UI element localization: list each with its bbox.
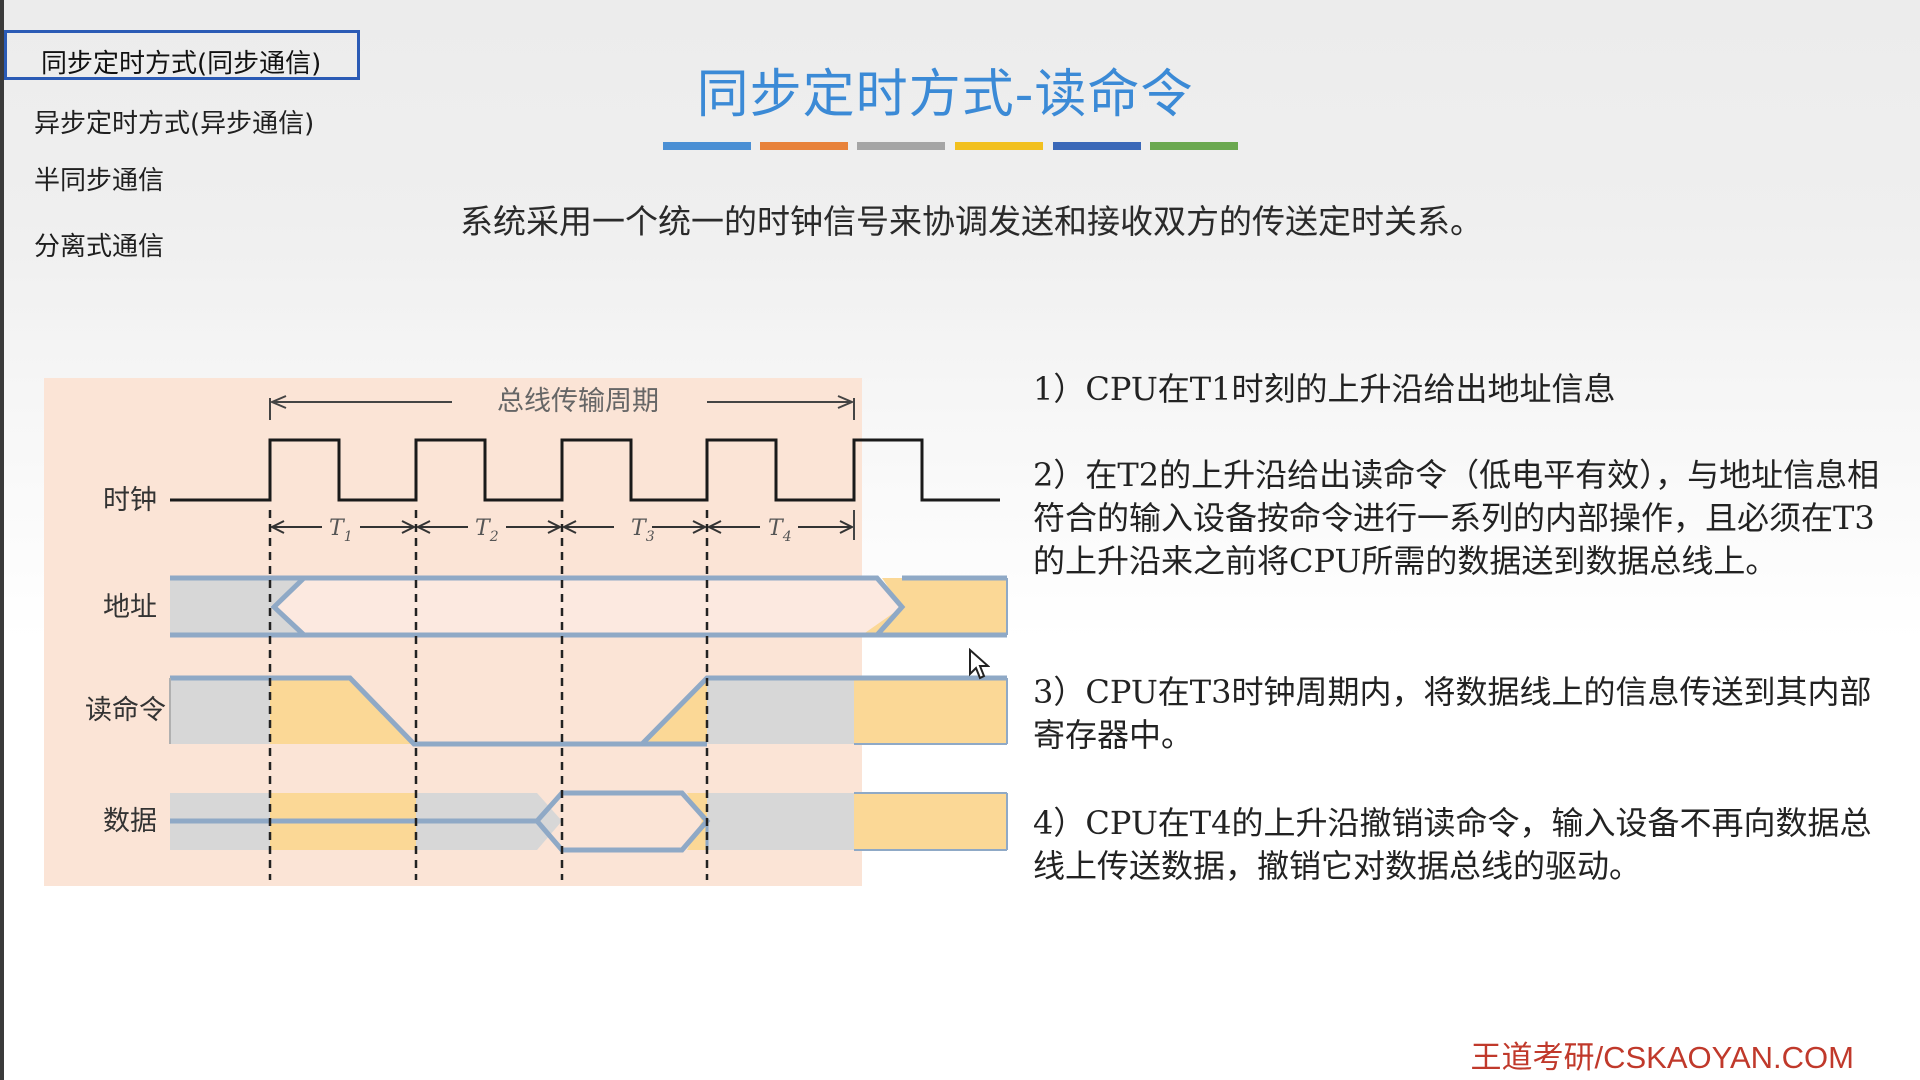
nav-item-split[interactable]: 分离式通信 <box>34 226 164 263</box>
signal-label-read: 读命令 <box>85 695 166 726</box>
nav-item-label: 分离式通信 <box>34 232 165 262</box>
signal-label-data: 数据 <box>103 806 157 837</box>
point-3: 3）CPU在T3时钟周期内，将数据线上的信息传送到其内部寄存器中。 <box>1033 673 1872 754</box>
point-4: 4）CPU在T4的上升沿撤销读命令，输入设备不再向数据总线上传送数据，撤销它对数… <box>1033 804 1872 885</box>
accent-bar-green <box>1150 142 1238 150</box>
bus-cycle-label: 总线传输周期 <box>497 386 659 417</box>
nav-item-async[interactable]: 异步定时方式(异步通信) <box>34 103 314 140</box>
brand-watermark: 王道考研/CSKAOYAN.COM <box>1470 1040 1854 1075</box>
cycle-label-t1: T1 <box>329 516 353 545</box>
data-bus-signal <box>170 790 1008 853</box>
nav-item-label: 同步定时方式(同步通信) <box>41 49 322 79</box>
accent-bar-gray <box>857 142 945 150</box>
cycle-boundary-lines <box>268 510 709 880</box>
mouse-pointer-icon <box>969 648 990 680</box>
address-bus-signal <box>170 575 1008 638</box>
nav-item-label: 异步定时方式(异步通信) <box>34 109 315 139</box>
nav-item-semi-sync[interactable]: 半同步通信 <box>34 160 164 197</box>
cycle-label-t3: T3 <box>631 516 655 545</box>
signal-label-address: 地址 <box>103 592 157 623</box>
nav-item-sync[interactable]: 同步定时方式(同步通信) <box>4 30 360 80</box>
nav-item-label: 半同步通信 <box>34 166 165 196</box>
signal-label-clock: 时钟 <box>103 485 157 516</box>
window-edge <box>0 0 4 1080</box>
accent-bar-navy <box>1053 142 1141 150</box>
slide-title: 同步定时方式-读命令 <box>696 65 1194 125</box>
slide-subtitle: 系统采用一个统一的时钟信号来协调发送和接收双方的传送定时关系。 <box>460 202 1483 241</box>
cycle-label-t4: T4 <box>768 516 792 545</box>
point-1: 1）CPU在T1时刻的上升沿给出地址信息 <box>1033 370 1616 408</box>
read-timing-diagram: 总线传输周期 时钟 地址 读命令 数据 T1 T2 T3 T4 <box>44 378 1008 886</box>
accent-bar-blue <box>663 142 751 150</box>
cycle-labels: T1 T2 T3 T4 <box>322 513 798 545</box>
accent-bar-yellow <box>955 142 1043 150</box>
read-command-signal <box>169 675 1008 747</box>
accent-bar-orange <box>760 142 848 150</box>
clock-waveform <box>170 438 1000 502</box>
cycle-label-t2: T2 <box>475 516 499 545</box>
bus-cycle-arrow <box>269 395 855 420</box>
point-2: 2）在T2的上升沿给出读命令（低电平有效），与地址信息相符合的输入设备按命令进行… <box>1033 456 1880 580</box>
